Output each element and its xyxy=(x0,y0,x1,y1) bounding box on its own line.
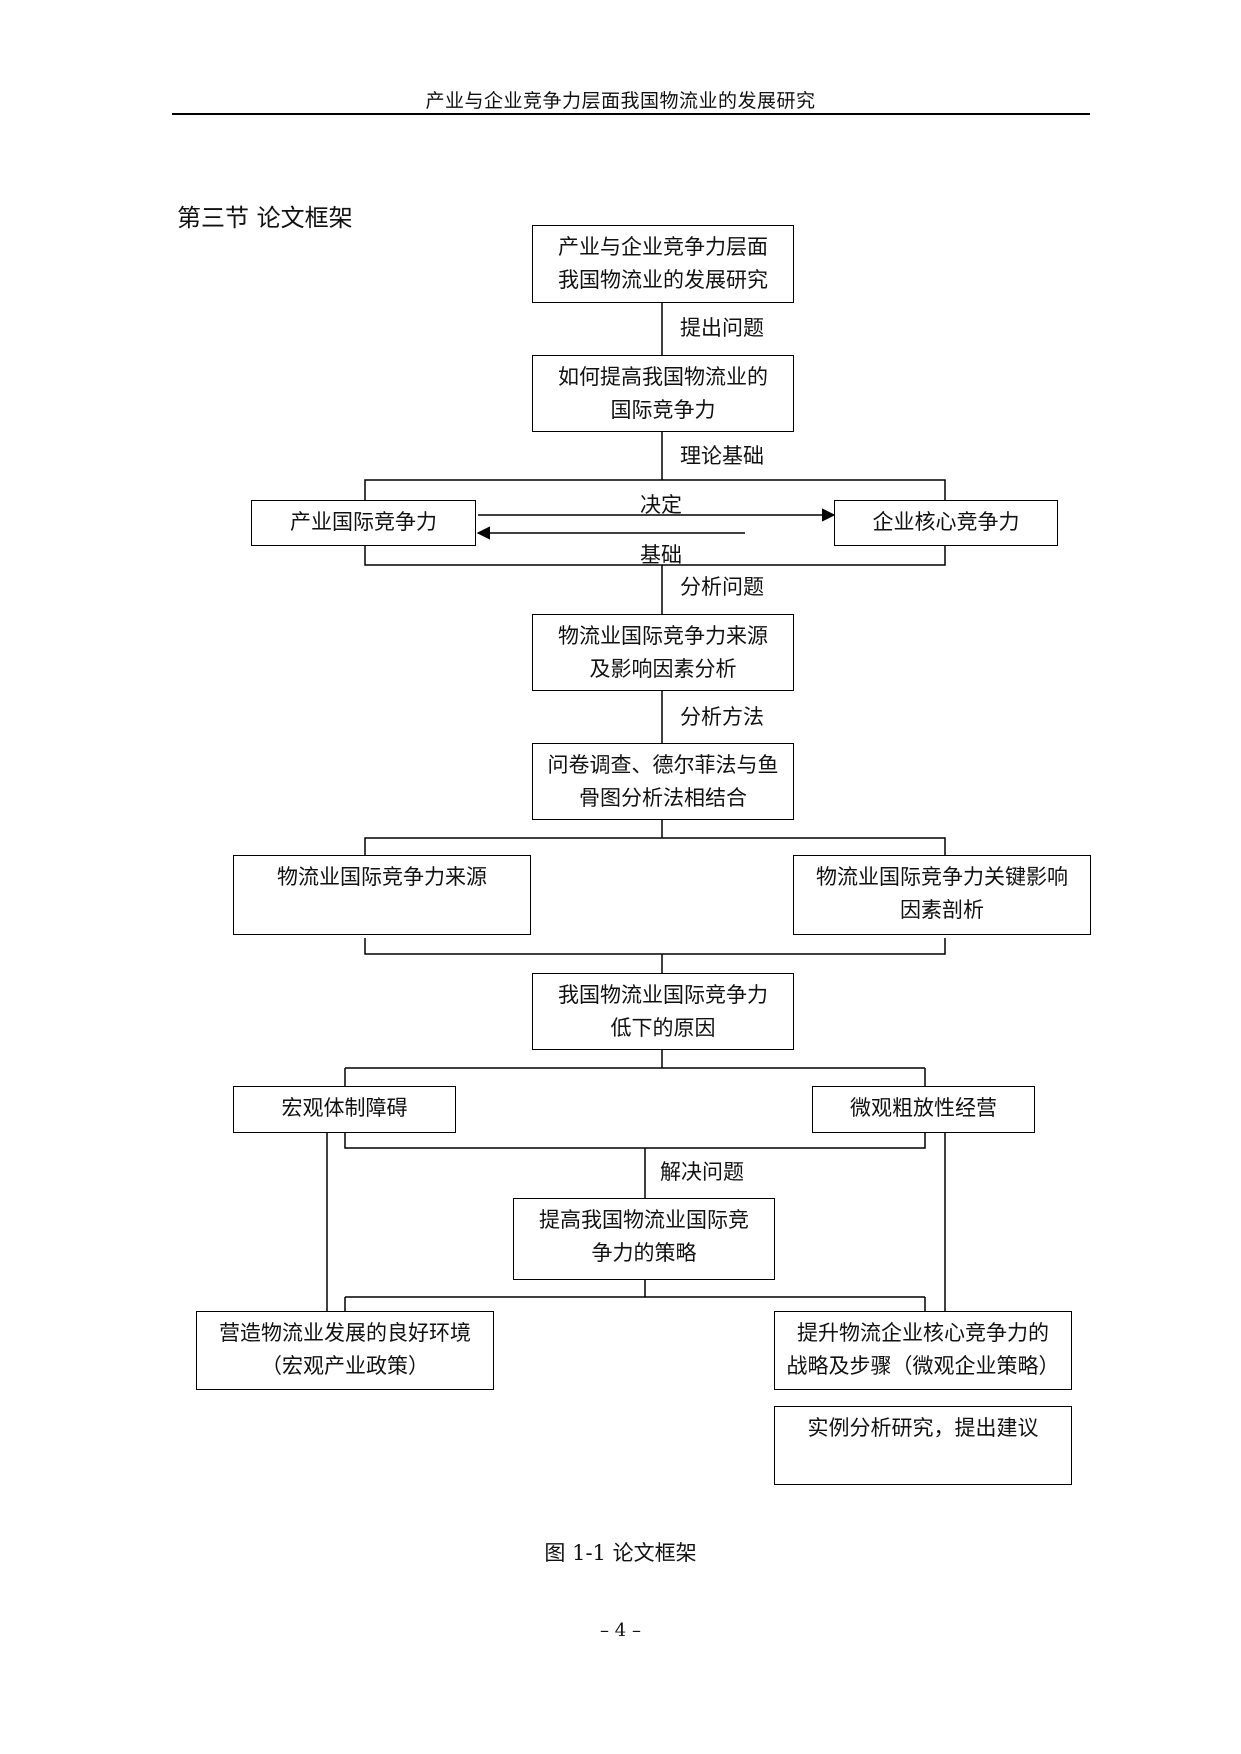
node-question-line2: 国际竞争力 xyxy=(610,398,716,422)
node-sources-factors-line2: 及影响因素分析 xyxy=(589,657,737,681)
node-micro-mgmt: 微观粗放性经营 xyxy=(812,1086,1035,1133)
node-key-factors-line2: 因素剖析 xyxy=(900,898,984,922)
label-determines: 决定 xyxy=(640,493,682,517)
section-title: 第三节 论文框架 xyxy=(177,204,353,232)
bracket-bottom-merge xyxy=(364,938,946,955)
node-key-factors: 物流业国际竞争力关键影响 因素剖析 xyxy=(793,855,1091,935)
node-sources: 物流业国际竞争力来源 xyxy=(233,855,531,935)
node-micro-strategy-line2: 战略及步骤（微观企业策略） xyxy=(786,1354,1060,1378)
node-question-line1: 如何提高我国物流业的 xyxy=(558,365,768,389)
label-raise-question: 提出问题 xyxy=(680,316,764,340)
label-analysis-method: 分析方法 xyxy=(680,705,764,729)
bracket-bottom-causes xyxy=(344,1133,926,1149)
node-low-causes-line1: 我国物流业国际竞争力 xyxy=(558,983,768,1007)
node-methods-line2: 骨图分析法相结合 xyxy=(579,786,747,810)
bracket-bottom-theory xyxy=(364,545,946,566)
label-basis: 基础 xyxy=(640,543,682,567)
figure-caption: 图 1-1 论文框架 xyxy=(544,1541,697,1565)
label-analyze-question: 分析问题 xyxy=(680,575,764,599)
node-industry: 产业国际竞争力 xyxy=(251,500,476,546)
node-sources-factors-line1: 物流业国际竞争力来源 xyxy=(558,624,768,648)
node-enterprise: 企业核心竞争力 xyxy=(834,500,1058,546)
header-rule xyxy=(172,113,1090,115)
node-strategy-line2: 争力的策略 xyxy=(591,1241,697,1265)
node-sources-factors: 物流业国际竞争力来源 及影响因素分析 xyxy=(532,614,794,691)
node-micro-strategy-line1: 提升物流企业核心竞争力的 xyxy=(797,1321,1049,1345)
node-micro-strategy: 提升物流企业核心竞争力的 战略及步骤（微观企业策略） xyxy=(774,1311,1072,1390)
node-macro-env-line1: 营造物流业发展的良好环境 xyxy=(219,1321,471,1345)
node-case-study: 实例分析研究，提出建议 xyxy=(774,1406,1072,1485)
label-solve-question: 解决问题 xyxy=(660,1160,744,1184)
node-key-factors-line1: 物流业国际竞争力关键影响 xyxy=(816,865,1068,889)
node-macro-env-line2: （宏观产业政策） xyxy=(261,1354,429,1378)
node-topic-line2: 我国物流业的发展研究 xyxy=(558,268,768,292)
node-topic: 产业与企业竞争力层面 我国物流业的发展研究 xyxy=(532,225,794,303)
bracket-top-theory xyxy=(364,479,946,500)
node-macro-env: 营造物流业发展的良好环境 （宏观产业政策） xyxy=(196,1311,494,1390)
node-low-causes-line2: 低下的原因 xyxy=(610,1016,716,1040)
node-methods: 问卷调查、德尔菲法与鱼 骨图分析法相结合 xyxy=(532,743,794,820)
label-theory-basis: 理论基础 xyxy=(680,444,764,468)
node-topic-line1: 产业与企业竞争力层面 xyxy=(558,235,768,259)
node-methods-line1: 问卷调查、德尔菲法与鱼 xyxy=(547,753,779,777)
node-macro-barrier: 宏观体制障碍 xyxy=(233,1086,456,1133)
node-strategy-line1: 提高我国物流业国际竞 xyxy=(539,1208,749,1232)
node-strategy: 提高我国物流业国际竞 争力的策略 xyxy=(513,1198,775,1280)
node-question: 如何提高我国物流业的 国际竞争力 xyxy=(532,355,794,432)
bracket-top-split xyxy=(364,837,946,855)
running-header: 产业与企业竞争力层面我国物流业的发展研究 xyxy=(425,90,816,112)
node-low-causes: 我国物流业国际竞争力 低下的原因 xyxy=(532,973,794,1050)
page-number: – 4 – xyxy=(600,1620,641,1641)
